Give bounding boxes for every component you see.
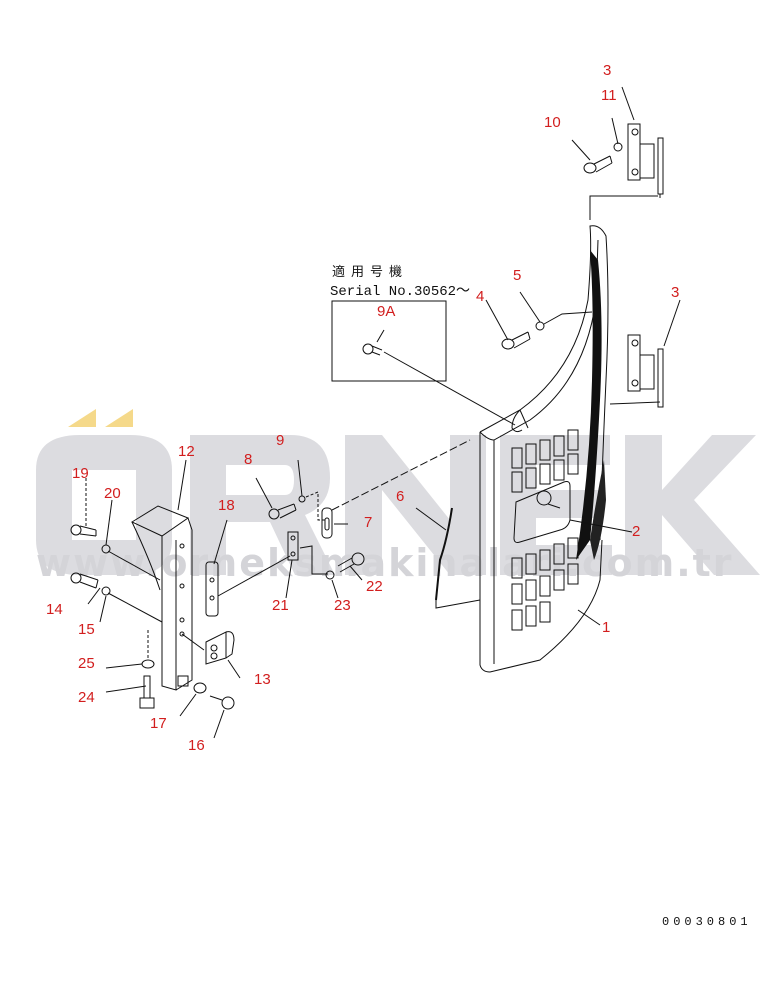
nut-17 [193, 682, 207, 694]
grille-windows-bottom [511, 537, 579, 631]
callout-14: 14 [46, 601, 63, 618]
callout-2: 2 [632, 523, 641, 540]
callout-18: 18 [218, 497, 235, 514]
callout-9A: 9A [377, 303, 396, 320]
note-japanese: 適用号機 [332, 265, 409, 280]
callout-11: 11 [601, 87, 617, 104]
callout-15: 15 [78, 621, 95, 638]
plate-18 [205, 555, 291, 617]
bolt-10 [583, 155, 613, 174]
bracket-12 [130, 505, 193, 691]
plate-13 [181, 631, 235, 665]
note-serial: Serial No.30562～ [330, 284, 471, 300]
clip-7 [321, 439, 471, 539]
washer-23 [325, 570, 335, 580]
callout-9: 9 [276, 432, 285, 449]
callout-23: 23 [334, 597, 351, 614]
callout-1: 1 [602, 619, 611, 636]
washer-15 [101, 586, 111, 596]
callout-13: 13 [254, 671, 271, 688]
bolt-16 [209, 695, 235, 710]
washer-25 [141, 659, 155, 669]
callout-19: 19 [72, 465, 89, 482]
callout-8: 8 [244, 451, 253, 468]
washer-11 [613, 142, 623, 152]
callout-3-lower: 3 [671, 284, 680, 301]
drawing-number: 00030801 [662, 915, 752, 929]
bolt-4 [501, 331, 531, 350]
callout-17: 17 [150, 715, 167, 732]
callout-10: 10 [544, 114, 561, 131]
washer-9 [298, 495, 306, 503]
callout-7: 7 [364, 514, 373, 531]
bolt-8 [268, 503, 297, 520]
hinge-upper [589, 123, 664, 220]
callout-6: 6 [396, 488, 405, 505]
callout-16: 16 [188, 737, 205, 754]
washer-5 [535, 321, 545, 331]
hinge-lower [609, 334, 664, 408]
serial-note-box [331, 300, 447, 382]
grille-windows-top [511, 429, 579, 493]
leader-lines [85, 86, 681, 739]
bolt-22 [337, 552, 365, 573]
bolt-14 [70, 572, 99, 589]
callout-12: 12 [178, 443, 195, 460]
rod-6 [435, 507, 453, 601]
callout-21: 21 [272, 597, 289, 614]
callout-22: 22 [366, 578, 383, 595]
bolt-24 [139, 675, 155, 709]
bolt-9A [362, 329, 516, 426]
callout-25: 25 [78, 655, 95, 672]
callout-24: 24 [78, 689, 95, 706]
callout-5: 5 [513, 267, 522, 284]
callout-3-upper: 3 [603, 62, 612, 79]
callout-4: 4 [476, 288, 485, 305]
callout-20: 20 [104, 485, 121, 502]
bolt-19 [70, 524, 97, 537]
grille-panel [479, 225, 609, 673]
plate-21 [287, 531, 328, 575]
